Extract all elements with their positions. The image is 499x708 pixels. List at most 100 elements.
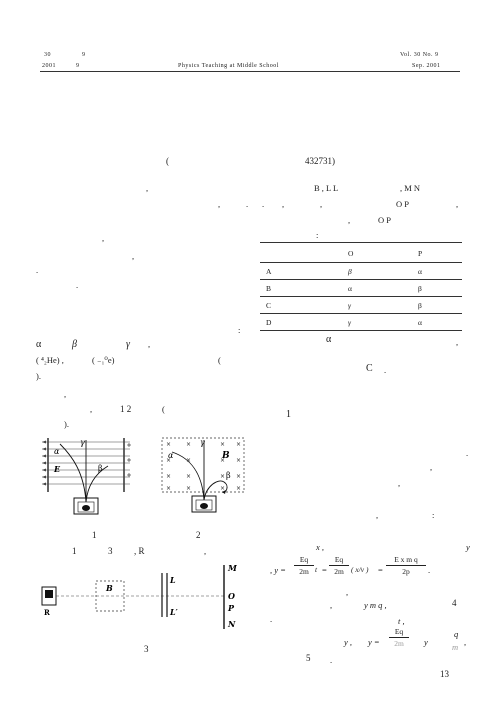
fig3-n-label: N	[227, 619, 236, 629]
right-line-7: ,	[398, 478, 401, 488]
svg-text:×: ×	[166, 457, 171, 464]
answer-dot: .	[384, 365, 387, 375]
left-paren: (	[218, 355, 221, 365]
fig2-alpha-trajectory	[171, 451, 205, 501]
table-header-cell: P	[418, 249, 423, 258]
header-rule	[40, 71, 460, 72]
table-row: C γ β	[260, 298, 462, 312]
svg-text:×: ×	[166, 441, 171, 448]
eq-equals-1: =	[322, 565, 327, 575]
svg-text:×: ×	[236, 441, 241, 448]
equation-prefix: , y =	[270, 565, 286, 575]
right-line-12a: y ,	[344, 637, 353, 647]
right-line-2e: ,	[456, 199, 459, 209]
equation-fraction-3: E x m q 2p	[386, 555, 426, 576]
page-number: 13	[440, 669, 449, 679]
right-line-3a: ,	[348, 215, 351, 225]
beta-trajectory	[85, 465, 109, 503]
svg-text:×: ×	[220, 473, 225, 480]
fig1-alpha-label: α	[54, 447, 60, 456]
fig2-beta-label: β	[226, 471, 231, 480]
left-line-5: .	[36, 265, 39, 275]
table-cell: C	[266, 301, 272, 310]
svg-text:×: ×	[220, 485, 225, 492]
right-line-6: ,	[430, 462, 433, 472]
fig3-r-label: R	[44, 608, 50, 617]
right-line-10b: y m q ,	[364, 600, 387, 610]
table-cell: β	[418, 301, 422, 310]
greek-beta: β	[72, 339, 77, 350]
right-line-10a: ,	[330, 600, 333, 610]
left-line-2a: ,	[218, 199, 221, 209]
fig1-beta-label: β	[98, 464, 103, 473]
section-1-heading: 1	[286, 409, 291, 420]
figref-comma: ,	[90, 404, 93, 414]
eq1-numerator: Eq	[299, 555, 309, 564]
greek-comma: ,	[148, 339, 151, 349]
equation-fraction-1: Eq 2m	[294, 555, 314, 576]
equation-fraction-4: Eq 2m	[389, 627, 409, 648]
table-cell: D	[266, 318, 272, 327]
svg-text:×: ×	[186, 441, 191, 448]
figure-2-magnetic-field: ×××× ×××× ×××× ×××× α γ β B	[161, 437, 245, 513]
answer-alpha: α	[326, 334, 332, 345]
figref-comma-end: ,	[204, 546, 207, 556]
header-month: 9	[76, 63, 80, 69]
table-cell: α	[348, 284, 352, 293]
right-line-12c: y	[424, 637, 428, 647]
eq2-numerator: Eq	[334, 555, 344, 564]
eq-equals-2: =	[378, 565, 383, 575]
table-row: B α β	[260, 281, 462, 295]
journal-title: Physics Teaching at Middle School	[178, 63, 279, 69]
figure-3-caption: 3	[144, 644, 149, 654]
right-line-2d: O P	[396, 199, 409, 209]
svg-text:×: ×	[166, 485, 171, 492]
electron-notation: ( ₋₁⁰e)	[92, 355, 115, 365]
greek-alpha: α	[36, 339, 42, 350]
field-crosses: ×××× ×××× ×××× ××××	[166, 441, 241, 492]
right-line-12e: m	[452, 642, 459, 652]
figure-1-electric-field: α γ β E	[42, 438, 131, 515]
svg-text:×: ×	[186, 485, 191, 492]
right-line-3b: O P	[378, 215, 391, 225]
svg-text:×: ×	[166, 473, 171, 480]
eq4-numerator: Eq	[394, 627, 404, 636]
fig2-gamma-label: γ	[200, 438, 205, 447]
table-cell: A	[266, 267, 272, 276]
right-line-1a: B , L L	[314, 183, 339, 193]
table-cell: γ	[348, 318, 351, 327]
figure-2-caption: 2	[196, 530, 201, 540]
right-line-2c: ,	[320, 199, 323, 209]
right-line-1b: , M N	[400, 183, 421, 193]
figref-paren: (	[162, 404, 165, 414]
left-line-4: ,	[132, 251, 135, 261]
eq1-time: t	[315, 565, 318, 574]
right-line-9: ,	[346, 587, 349, 597]
author-postcode: 432731)	[305, 156, 335, 166]
equation-fraction-2: Eq 2m	[329, 555, 349, 576]
right-line-2b: ,	[282, 199, 285, 209]
magnetic-region	[95, 580, 125, 612]
answer-choice: C	[366, 363, 373, 374]
right-line-11b: t ,	[398, 616, 405, 626]
svg-text:×: ×	[236, 485, 241, 492]
table-row: D γ α	[260, 315, 462, 329]
eq-dot: .	[428, 565, 431, 575]
fig3-b-label: B	[105, 583, 113, 593]
eq1-denominator: 2m	[299, 567, 309, 576]
eq4-denominator: 2m	[394, 639, 404, 648]
svg-text:×: ×	[186, 473, 191, 480]
table-cell: γ	[348, 301, 351, 310]
table-cell: β	[348, 267, 352, 276]
svg-text:×: ×	[236, 457, 241, 464]
author-paren: (	[166, 156, 169, 166]
fig3-p-label: P	[227, 603, 235, 613]
header-vol-en: Vol. 30 No. 9	[400, 52, 439, 58]
eq2-denominator: 2m	[334, 567, 344, 576]
left-line-3: ,	[102, 233, 105, 243]
fig2-b-label: B	[221, 451, 230, 461]
figure-3-apparatus: R B L L′ M O P N	[41, 563, 238, 629]
right-line-8b: :	[432, 510, 435, 520]
table-cell: B	[266, 284, 272, 293]
fig3-o-label: O	[228, 591, 235, 601]
